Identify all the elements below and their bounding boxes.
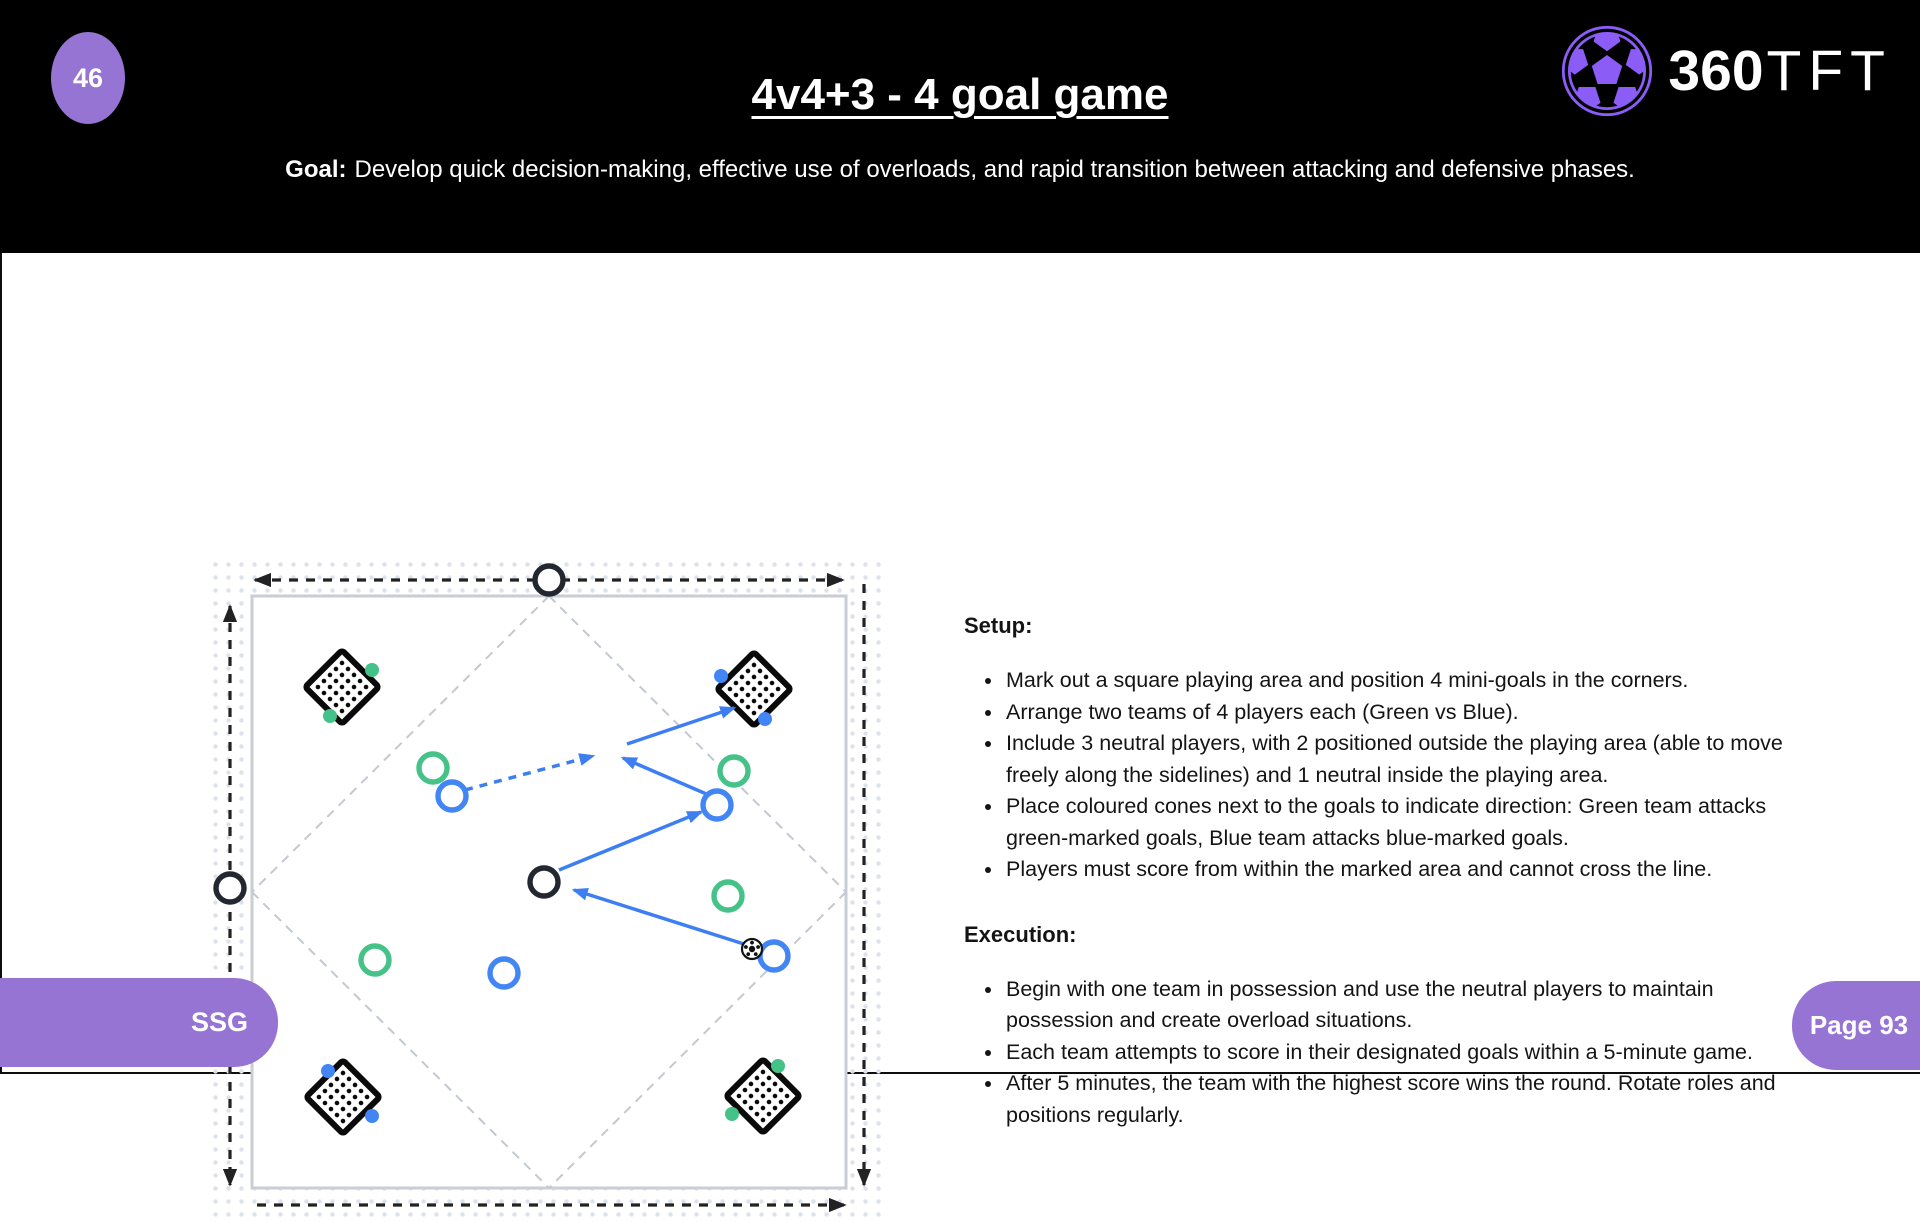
- pass-arrow: [571, 888, 748, 947]
- setup-list: Mark out a square playing area and posit…: [964, 665, 1814, 886]
- pass-arrow: [620, 756, 712, 798]
- logo-360: 360: [1668, 39, 1764, 103]
- goal-label: Goal:: [285, 156, 347, 183]
- ball-icon: [740, 937, 764, 961]
- logo-tft: TFT: [1766, 39, 1892, 103]
- bullet-item: Each team attempts to score in their des…: [1004, 1037, 1814, 1069]
- green-cone: [725, 1107, 739, 1121]
- category-badge: SSG: [0, 978, 278, 1067]
- brand-logo: 360TFT: [1560, 24, 1892, 118]
- bullet-item: Mark out a square playing area and posit…: [1004, 665, 1814, 697]
- goal-text: Develop quick decision-making, effective…: [354, 156, 1635, 183]
- pitch-svg: [213, 563, 872, 1213]
- mini-goal-icon: [303, 648, 381, 726]
- pass-arrow: [626, 706, 737, 746]
- bullet-item: Include 3 neutral players, with 2 positi…: [1004, 728, 1814, 791]
- soccer-ball-logo-icon: [1562, 25, 1653, 117]
- bullet-item: Arrange two teams of 4 players each (Gre…: [1004, 697, 1814, 729]
- page-title: 4v4+3 - 4 goal game: [751, 70, 1169, 119]
- neutral-player-marker: [527, 865, 561, 899]
- diamond-guide-line: [251, 595, 550, 893]
- execution-heading: Execution:: [964, 921, 1077, 947]
- green-player-marker: [711, 879, 745, 913]
- page-number-badge: Page 93: [1792, 981, 1920, 1070]
- green-player-marker: [358, 943, 392, 977]
- diamond-guide-line: [548, 595, 847, 893]
- bullet-item: Players must score from within the marke…: [1004, 854, 1814, 886]
- bullet-item: After 5 minutes, the team with the highe…: [1004, 1068, 1814, 1131]
- green-player-marker: [717, 754, 751, 788]
- content-area: Setup: Mark out a square playing area an…: [0, 253, 1920, 1221]
- green-cone: [365, 663, 379, 677]
- bullet-item: Place coloured cones next to the goals t…: [1004, 791, 1814, 854]
- blue-cone: [758, 712, 772, 726]
- instructions-column: Setup: Mark out a square playing area an…: [964, 613, 1814, 1167]
- run-arrow: [464, 753, 596, 792]
- diamond-guide-line: [548, 891, 847, 1189]
- neutral-player-marker: [532, 563, 566, 597]
- pass-arrow: [558, 810, 704, 872]
- execution-list: Begin with one team in possession and us…: [964, 974, 1814, 1132]
- green-cone: [323, 709, 337, 723]
- brand-logo-text: 360TFT: [1668, 25, 1892, 117]
- green-cone: [771, 1059, 785, 1073]
- drill-diagram: [207, 556, 882, 1221]
- blue-player-marker: [700, 788, 734, 822]
- pitch-layers: [213, 563, 872, 1213]
- blue-player-marker: [757, 939, 791, 973]
- setup-heading: Setup:: [964, 613, 1033, 638]
- diamond-guide-line: [251, 891, 550, 1189]
- bullet-item: Begin with one team in possession and us…: [1004, 974, 1814, 1037]
- blue-cone: [714, 669, 728, 683]
- blue-player-marker: [487, 956, 521, 990]
- blue-cone: [365, 1109, 379, 1123]
- lesson-number-badge: 46: [51, 32, 125, 124]
- blue-player-marker: [435, 779, 469, 813]
- goal-statement: Goal: Develop quick decision-making, effe…: [0, 156, 1920, 184]
- neutral-player-marker: [213, 871, 247, 905]
- blue-cone: [321, 1064, 335, 1078]
- header: 46 4v4+3 - 4 goal game Goal: Develop quic…: [0, 0, 1920, 253]
- green-player-marker: [416, 751, 450, 785]
